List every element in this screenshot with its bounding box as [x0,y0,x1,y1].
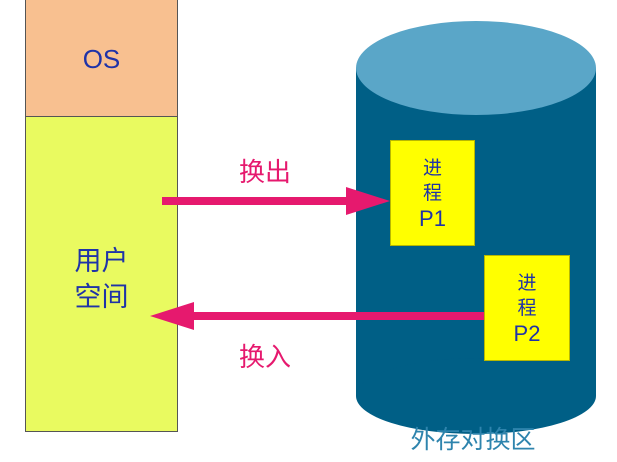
os-label: OS [82,44,121,74]
user-space-label-line2: 空间 [74,282,129,313]
cylinder-top [356,21,596,115]
process-p1-id: P1 [419,205,446,231]
swap-area-label: 外存对换区 [410,425,536,454]
process-p2-id: P2 [513,320,541,346]
process-p2-line2: 程 [517,296,537,319]
swap-out-arrow [162,187,390,215]
swap-out-label: 换出 [239,158,292,188]
cylinder-bottom [356,358,596,434]
user-space-label-line1: 用户 [74,246,129,277]
swap-in-label: 换入 [239,343,292,373]
user-space-region [25,117,178,432]
user-space-label: 用户 空间 [25,244,178,316]
swap-in-arrow [150,302,484,330]
process-p2-box: 进 程 P2 [484,255,570,361]
process-p1-line2: 程 [422,181,442,204]
process-p2-line1: 进 [517,271,537,294]
process-p1-line1: 进 [422,156,442,179]
os-region [25,0,178,117]
process-p1-box: 进 程 P1 [390,140,475,246]
